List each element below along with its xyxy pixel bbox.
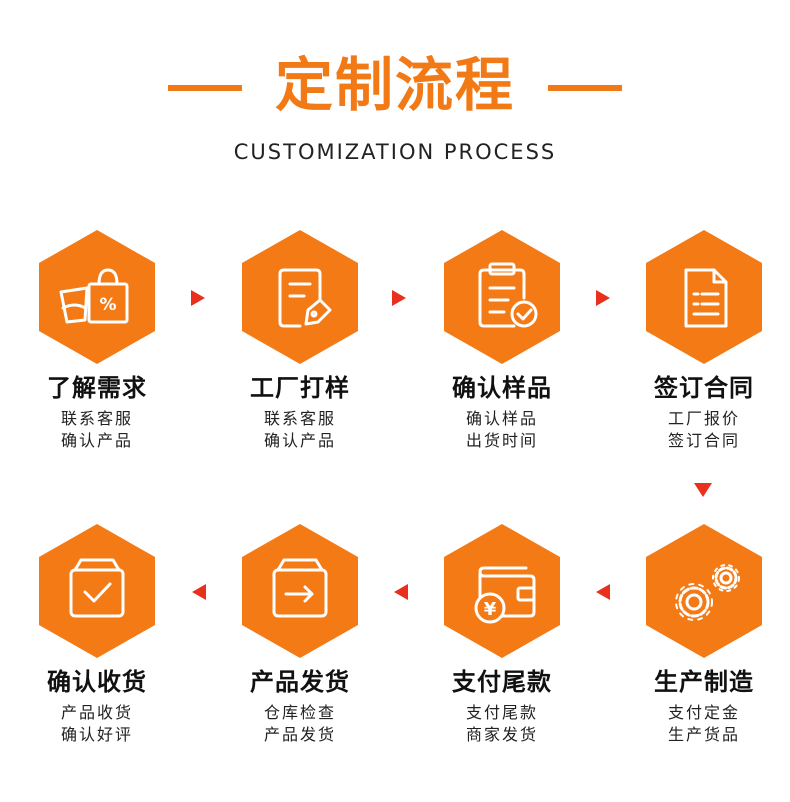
- page-subtitle: CUSTOMIZATION PROCESS: [233, 140, 557, 164]
- step-title: 生产制造: [654, 668, 754, 696]
- clipboard-check-icon: [478, 262, 538, 328]
- arrow-left-icon: [394, 584, 408, 600]
- arrow-right-icon: [596, 290, 610, 306]
- step-title: 确认收货: [47, 668, 147, 696]
- arrow-left-icon: [596, 584, 610, 600]
- step-description: 联系客服 确认产品: [263, 409, 336, 450]
- step-description: 联系客服 确认产品: [60, 409, 133, 450]
- step-confirm-sample: 确认样品 确认样品 出货时间: [422, 230, 582, 490]
- hexagon-badge: [242, 524, 358, 658]
- step-title: 产品发货: [250, 668, 350, 696]
- step-description: 工厂报价 签订合同: [667, 409, 740, 450]
- step-description: 仓库检查 产品发货: [263, 703, 336, 744]
- hexagon-badge: %: [39, 230, 155, 364]
- contract-icon: [684, 268, 728, 328]
- arrow-down-icon: [694, 483, 712, 497]
- wallet-yuan-icon: ¥: [474, 566, 536, 624]
- hexagon-badge: [646, 524, 762, 658]
- document-tag-icon: [278, 268, 332, 328]
- arrow-left-icon: [192, 584, 206, 600]
- hexagon-badge: [646, 230, 762, 364]
- step-confirm-receipt: 确认收货 产品收货 确认好评: [17, 524, 177, 784]
- step-description: 支付尾款 商家发货: [465, 703, 538, 744]
- shopping-bag-icon: %: [59, 268, 129, 324]
- step-production: 生产制造 支付定金 生产货品: [624, 524, 784, 784]
- hexagon-badge: [39, 524, 155, 658]
- step-sign-contract: 签订合同 工厂报价 签订合同: [624, 230, 784, 490]
- title-line-left: [168, 85, 242, 91]
- arrow-right-icon: [191, 290, 205, 306]
- arrow-right-icon: [392, 290, 406, 306]
- page-title: 定制流程: [274, 51, 515, 119]
- step-pay-balance: ¥ 支付尾款 支付尾款 商家发货: [422, 524, 582, 784]
- step-title: 了解需求: [47, 374, 147, 402]
- hexagon-badge: [242, 230, 358, 364]
- step-title: 工厂打样: [250, 374, 350, 402]
- step-description: 产品收货 确认好评: [60, 703, 133, 744]
- hexagon-badge: ¥: [444, 524, 560, 658]
- gears-icon: [675, 564, 740, 621]
- header: 定制流程: [0, 40, 790, 119]
- step-description: 支付定金 生产货品: [667, 703, 740, 744]
- step-title: 确认样品: [452, 374, 552, 402]
- title-line-right: [548, 85, 622, 91]
- step-product-shipping: 产品发货 仓库检查 产品发货: [220, 524, 380, 784]
- box-check-icon: [69, 558, 125, 618]
- step-understand-needs: % 了解需求 联系客服 确认产品: [17, 230, 177, 490]
- box-arrow-icon: [272, 558, 328, 618]
- hexagon-badge: [444, 230, 560, 364]
- svg-text:¥: ¥: [484, 599, 497, 620]
- step-factory-sample: 工厂打样 联系客服 确认产品: [220, 230, 380, 490]
- step-title: 签订合同: [654, 374, 754, 402]
- svg-text:%: %: [99, 295, 116, 315]
- step-title: 支付尾款: [452, 668, 552, 696]
- step-description: 确认样品 出货时间: [465, 409, 538, 450]
